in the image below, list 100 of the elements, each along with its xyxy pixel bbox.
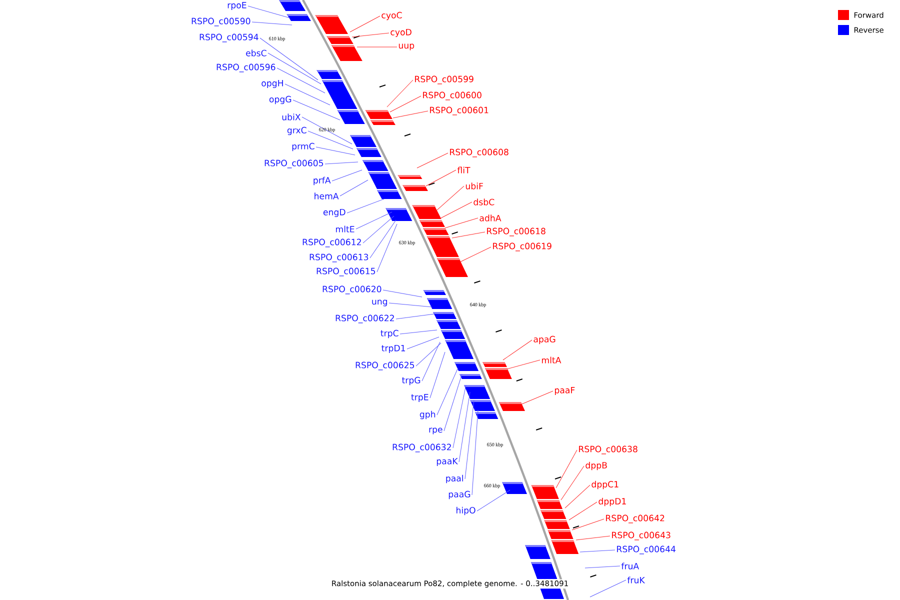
- leader-line: [350, 16, 380, 32]
- leader-line: [252, 22, 292, 26]
- gene-label: prfA: [314, 176, 331, 186]
- leader-line: [430, 352, 446, 398]
- gene-label: engD: [323, 208, 346, 218]
- leader-line: [506, 360, 540, 370]
- leader-line: [356, 46, 398, 48]
- leader-line: [436, 368, 458, 416]
- leader-line: [396, 314, 434, 320]
- leader-line: [472, 410, 478, 496]
- gene-label: ubiX: [282, 114, 301, 120]
- gene-label: hipO: [456, 506, 476, 516]
- gene-label: ubiF: [466, 182, 483, 190]
- gene-label: RSPO_c00618: [487, 228, 546, 236]
- gene-label: trpG: [402, 376, 420, 386]
- leader-line: [356, 212, 392, 230]
- gene-label: RSPO_c00608: [450, 148, 508, 158]
- leader-line: [406, 336, 440, 350]
- gene-label: RSPO_c00613: [310, 254, 368, 262]
- leader-line: [248, 6, 290, 18]
- leader-line: [362, 216, 394, 244]
- gene-label: paal: [446, 474, 463, 484]
- leader-line: [452, 384, 466, 448]
- gene-label: rpoE: [228, 2, 246, 10]
- gene-label: dppB: [586, 462, 607, 470]
- leader-line: [292, 100, 340, 120]
- leader-line: [522, 390, 554, 404]
- leader-line: [556, 450, 578, 488]
- leader-line: [332, 170, 362, 182]
- leader-line: [476, 490, 510, 512]
- gene-label: cyoC: [382, 12, 402, 20]
- leader-line: [458, 392, 470, 462]
- gene-label: trpC: [380, 330, 398, 338]
- gene-label: cyoD: [390, 28, 412, 38]
- leader-line: [302, 116, 352, 144]
- gene-label: RSPO_c00644: [617, 546, 676, 554]
- leader-line: [316, 146, 356, 156]
- gene-label: hemA: [314, 192, 339, 200]
- leader-line: [388, 302, 432, 308]
- gene-label: RSPO_c00642: [606, 514, 664, 524]
- leader-line: [568, 502, 598, 520]
- leader-line: [260, 38, 318, 80]
- gene-label: RSPO_c00599: [415, 76, 474, 84]
- leader-line: [444, 218, 478, 228]
- leader-line: [276, 68, 326, 94]
- leader-line: [560, 466, 584, 500]
- gene-label: gph: [420, 410, 436, 420]
- gene-label: dsbC: [474, 198, 494, 206]
- gene-label: mltE: [336, 226, 354, 232]
- gene-label: opgH: [262, 80, 283, 88]
- leader-line: [376, 224, 398, 272]
- gene-label: ung: [372, 300, 388, 306]
- gene-label: RSPO_c00643: [612, 532, 670, 540]
- leader-line: [580, 550, 616, 552]
- gene-label: RSPO_c00632: [392, 444, 451, 452]
- leader-line: [340, 180, 368, 196]
- leader-line: [392, 110, 428, 118]
- gene-label: RSPO_c00638: [579, 446, 638, 454]
- gene-label: prmC: [292, 142, 314, 152]
- leader-line: [460, 246, 492, 262]
- leader-line: [590, 580, 626, 598]
- gene-label: opgG: [269, 96, 292, 104]
- gene-label: fruA: [621, 562, 640, 570]
- leader-line: [382, 290, 422, 298]
- gene-label: ebsC: [246, 50, 266, 56]
- leader-line: [572, 518, 604, 530]
- leader-line: [584, 566, 620, 568]
- leader-line: [440, 202, 472, 218]
- leader-line: [422, 342, 440, 382]
- leader-line: [370, 220, 396, 258]
- gene-label: adhA: [480, 214, 502, 222]
- leader-line: [400, 330, 438, 334]
- leader-line: [308, 130, 354, 150]
- gene-label: RSPO_c00615: [316, 268, 376, 276]
- leader-line: [464, 400, 474, 480]
- leader-line: [386, 80, 414, 108]
- leader-line: [416, 152, 448, 168]
- gene-label: paaG: [448, 490, 470, 500]
- gene-label: RSPO_c00590: [192, 18, 250, 26]
- gene-label: dppD1: [598, 498, 626, 506]
- gene-label: trpE: [411, 394, 428, 402]
- leader-line: [284, 84, 330, 106]
- gene-label: paaF: [555, 387, 575, 396]
- leader-line: [436, 186, 464, 210]
- leader-line: [268, 52, 322, 84]
- gene-label: uup: [398, 44, 414, 50]
- leader-line: [416, 342, 442, 366]
- gene-label: RSPO_c00601: [430, 106, 488, 116]
- gene-label: RSPO_c00620: [322, 286, 382, 294]
- leader-line: [390, 96, 422, 112]
- leader-line: [564, 484, 590, 508]
- gene-label: fruK: [627, 576, 646, 584]
- gene-label: RSPO_c00619: [493, 242, 552, 252]
- gene-label: mltA: [542, 356, 562, 364]
- leader-line: [452, 232, 486, 238]
- leader-line: [352, 32, 390, 38]
- gene-label: RSPO_c00612: [302, 238, 361, 248]
- leader-line: [346, 198, 384, 214]
- gene-label: RSPO_c00594: [200, 34, 258, 42]
- gene-label: fliT: [457, 166, 470, 174]
